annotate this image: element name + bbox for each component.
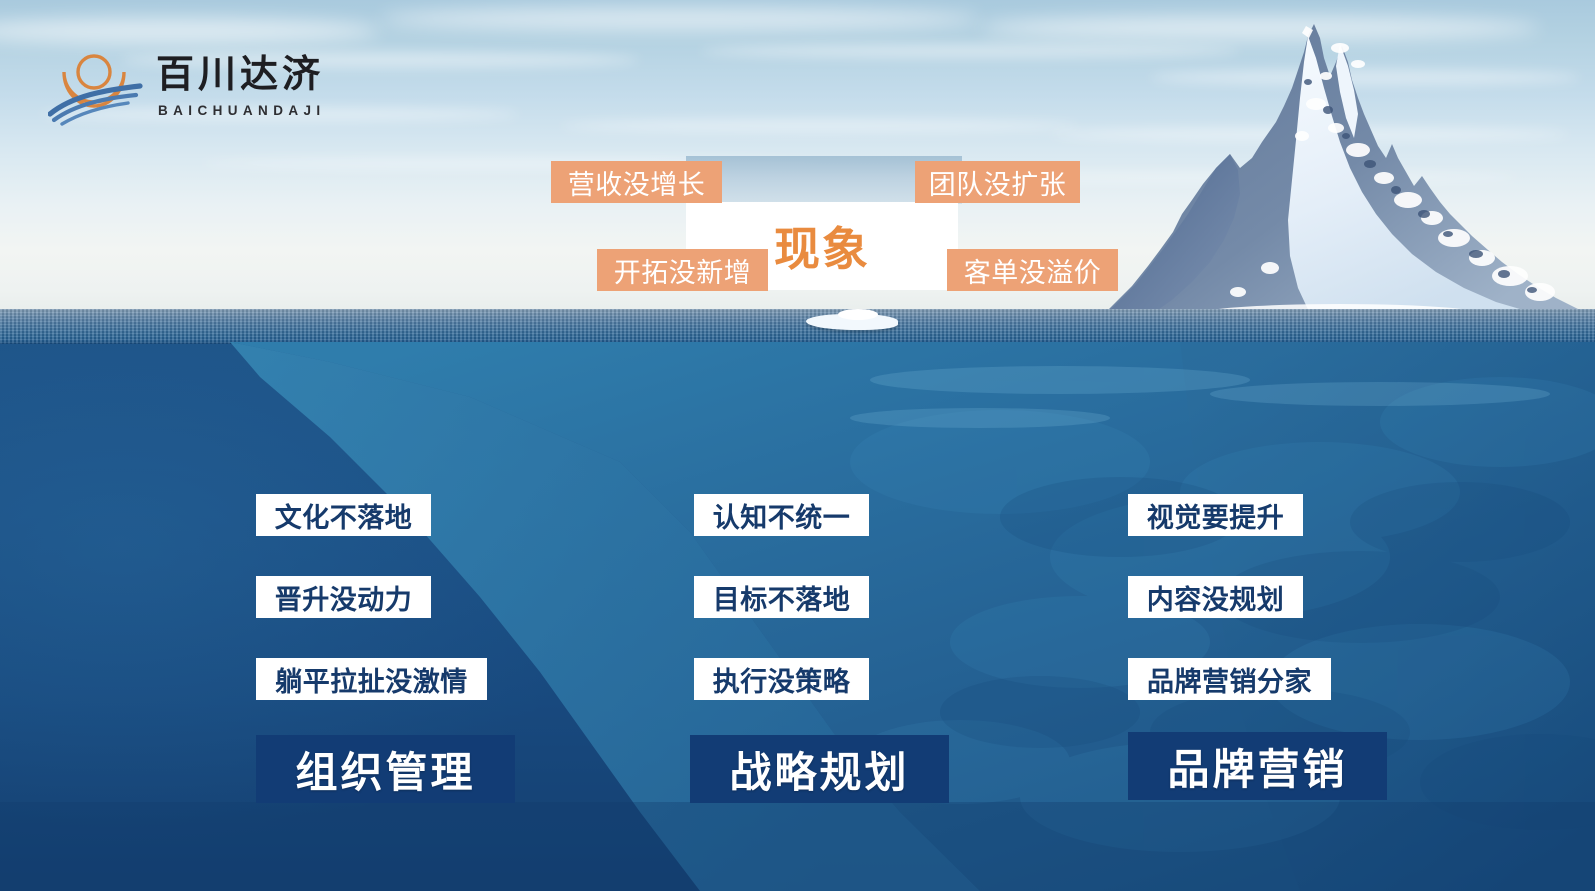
sun-wave-logo-icon (47, 50, 152, 126)
floating-ice-chunk (806, 314, 898, 330)
list-item[interactable]: 晋升没动力 (256, 576, 431, 618)
list-item[interactable]: 视觉要提升 (1128, 494, 1303, 536)
phenomenon-tag-bottom-right[interactable]: 客单没溢价 (947, 249, 1118, 291)
phenomenon-tag-top-right[interactable]: 团队没扩张 (915, 161, 1080, 203)
phenomenon-title: 现象 (772, 221, 870, 277)
phenomenon-tag-bottom-left[interactable]: 开拓没新增 (597, 249, 768, 291)
list-item[interactable]: 文化不落地 (256, 494, 431, 536)
list-item[interactable]: 内容没规划 (1128, 576, 1303, 618)
phenomenon-tag-top-left[interactable]: 营收没增长 (551, 161, 722, 203)
category-header-organization[interactable]: 组织管理 (256, 735, 515, 803)
list-item[interactable]: 执行没策略 (694, 658, 869, 700)
sea-surface (0, 309, 1595, 346)
category-header-brand-marketing[interactable]: 品牌营销 (1128, 732, 1387, 800)
list-item[interactable]: 品牌营销分家 (1128, 658, 1331, 700)
brand-name-cn: 百川达济 (156, 54, 325, 96)
list-item[interactable]: 认知不统一 (694, 494, 869, 536)
list-item[interactable]: 躺平拉扯没激情 (256, 658, 487, 700)
iceberg-above-water (1040, 18, 1595, 328)
floating-ice-chunk-top (838, 309, 878, 320)
category-header-strategy[interactable]: 战略规划 (690, 735, 949, 803)
brand-logo: 百川达济 BAICHUANDAJI (47, 48, 360, 130)
brand-name-en: BAICHUANDAJI (158, 103, 326, 118)
list-item[interactable]: 目标不落地 (694, 576, 869, 618)
